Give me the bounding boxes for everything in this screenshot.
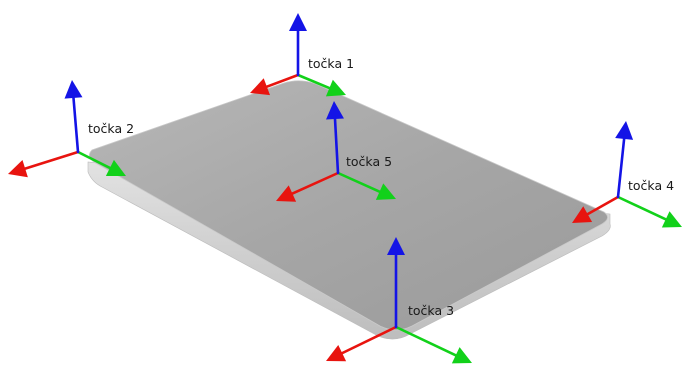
x-axis-arrow-head	[8, 160, 28, 178]
x-axis-arrow-shaft	[340, 325, 398, 355]
y-axis-arrow-shaft	[394, 325, 458, 357]
coordinate-frame-p1	[250, 13, 346, 97]
x-axis-arrow-head	[326, 345, 347, 362]
y-axis-arrow-head	[451, 347, 472, 364]
coordinate-frame-p4	[572, 121, 682, 228]
z-axis-arrow-head	[615, 121, 634, 140]
x-axis-arrow-shaft	[291, 171, 340, 195]
z-axis-arrow-shaft	[616, 137, 626, 199]
y-axis-arrow-head	[661, 211, 682, 228]
x-axis-arrow-head	[572, 206, 593, 223]
coordinate-frame-p3	[326, 237, 472, 364]
point-label: točka 2	[88, 121, 134, 136]
z-axis-arrow-head	[326, 101, 344, 120]
y-axis-arrow-shaft	[76, 150, 112, 170]
x-axis-arrow-shaft	[23, 150, 80, 170]
x-axis-arrow-shaft	[265, 73, 300, 88]
y-axis-arrow-head	[105, 159, 126, 176]
y-axis-arrow-shaft	[336, 171, 381, 193]
y-axis-arrow-shaft	[296, 73, 331, 90]
point-label: točka 4	[628, 178, 674, 193]
x-axis-arrow-head	[250, 78, 271, 96]
y-axis-arrow-head	[325, 79, 346, 97]
y-axis-arrow-head	[375, 183, 396, 200]
x-axis-arrow-head	[276, 185, 297, 202]
z-axis-arrow-shaft	[72, 96, 80, 154]
coordinate-frame-p5	[276, 101, 396, 202]
point-label: točka 3	[408, 303, 454, 318]
point-label: točka 5	[346, 154, 392, 169]
x-axis-arrow-shaft	[586, 195, 620, 216]
point-label: točka 1	[308, 56, 354, 71]
z-axis-arrow-head	[387, 237, 405, 255]
z-axis-arrow-shaft	[333, 117, 340, 175]
y-axis-arrow-shaft	[616, 195, 668, 221]
z-axis-arrow-head	[64, 80, 83, 99]
z-axis-arrow-head	[289, 13, 307, 31]
coordinate-frame-p2	[8, 80, 126, 178]
